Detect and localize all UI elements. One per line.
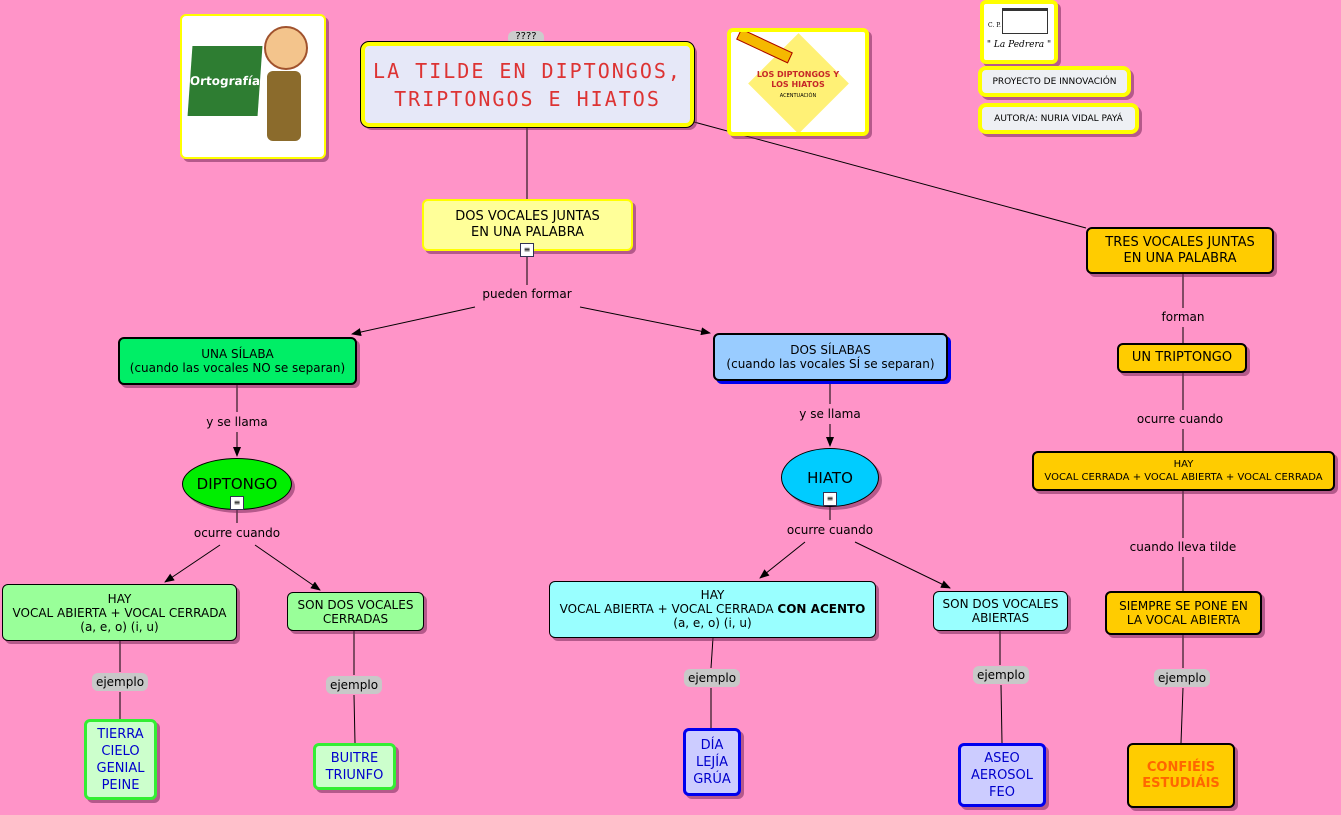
title-tag: ????: [508, 31, 544, 45]
link-ejemplo: ejemplo: [91, 673, 149, 691]
document-icon[interactable]: ≡: [520, 243, 534, 257]
link-ocurre-cuando: ocurre cuando: [190, 525, 284, 541]
abiertas-node[interactable]: SON DOS VOCALES ABIERTAS: [933, 591, 1068, 631]
link-cuando-lleva-tilde: cuando lleva tilde: [1126, 539, 1240, 555]
ortografia-board: Ortografía: [187, 46, 263, 116]
link-ejemplo: ejemplo: [1153, 669, 1211, 687]
dos-vocales-node[interactable]: DOS VOCALES JUNTAS EN UNA PALABRA: [422, 199, 633, 251]
hay-hiato-text: HAY VOCAL ABIERTA + VOCAL CERRADA: [559, 588, 774, 616]
document-icon[interactable]: ≡: [823, 492, 837, 506]
link-ejemplo: ejemplo: [972, 666, 1030, 684]
title-node[interactable]: LA TILDE EN DIPTONGOS, TRIPTONGOS E HIAT…: [360, 41, 695, 128]
link-y-se-llama: y se llama: [203, 414, 271, 430]
hay-triptongo-node[interactable]: HAY VOCAL CERRADA + VOCAL ABIERTA + VOCA…: [1032, 451, 1335, 491]
link-ocurre-cuando: ocurre cuando: [783, 522, 877, 538]
author-node[interactable]: AUTOR/A: NURIA VIDAL PAYÁ: [978, 103, 1139, 134]
pencil-image-subtitle: ACENTUACIÓN: [779, 93, 817, 99]
school-logo: C. P. " La Pedrera ": [980, 0, 1058, 64]
cartoon-body: [267, 71, 301, 141]
ejemplo-triptongo-node[interactable]: CONFIÉIS ESTUDIÁIS: [1127, 743, 1235, 808]
cerradas-node[interactable]: SON DOS VOCALES CERRADAS: [287, 592, 424, 631]
hay-hiato-vowels: (a, e, o) (i, u): [673, 616, 752, 630]
pencil-image-title: LOS DIPTONGOS Y LOS HIATOS: [756, 70, 840, 89]
ortografia-image: Ortografía: [180, 14, 326, 159]
ejemplo-cerradas-node[interactable]: BUITRE TRIUNFO: [313, 743, 396, 790]
cartoon-teacher: [264, 26, 308, 70]
logo-cp: C. P.: [988, 22, 1001, 29]
project-node[interactable]: PROYECTO DE INNOVACIÓN: [978, 66, 1131, 97]
triptongo-node[interactable]: UN TRIPTONGO: [1117, 343, 1247, 373]
siempre-node[interactable]: SIEMPRE SE PONE EN LA VOCAL ABIERTA: [1105, 591, 1262, 635]
link-ocurre-cuando: ocurre cuando: [1133, 411, 1227, 427]
hay-diptongo-node[interactable]: HAY VOCAL ABIERTA + VOCAL CERRADA (a, e,…: [2, 584, 237, 641]
diptongos-hiatos-image: LOS DIPTONGOS Y LOS HIATOS ACENTUACIÓN: [727, 28, 869, 136]
ejemplo-hiato-node[interactable]: DÍA LEJÍA GRÚA: [683, 728, 741, 796]
ejemplo-diptongo-node[interactable]: TIERRA CIELO GENIAL PEINE: [84, 719, 157, 800]
logo-text: " La Pedrera ": [986, 40, 1052, 50]
link-ejemplo: ejemplo: [325, 676, 383, 694]
hay-hiato-node[interactable]: HAY VOCAL ABIERTA + VOCAL CERRADA CON AC…: [549, 581, 876, 638]
ejemplo-abiertas-node[interactable]: ASEO AEROSOL FEO: [958, 743, 1046, 807]
document-icon[interactable]: ≡: [230, 496, 244, 510]
tres-vocales-node[interactable]: TRES VOCALES JUNTAS EN UNA PALABRA: [1086, 227, 1274, 274]
link-ejemplo: ejemplo: [683, 669, 741, 687]
una-silaba-node[interactable]: UNA SÍLABA (cuando las vocales NO se sep…: [118, 337, 357, 385]
con-acento-text: CON ACENTO: [777, 602, 866, 616]
link-y-se-llama: y se llama: [796, 406, 864, 422]
link-pueden-formar: pueden formar: [479, 286, 575, 302]
hiato-node[interactable]: HIATO: [781, 448, 879, 507]
link-forman: forman: [1158, 309, 1208, 325]
dos-silabas-node[interactable]: DOS SÍLABAS (cuando las vocales SÍ se se…: [713, 333, 948, 381]
